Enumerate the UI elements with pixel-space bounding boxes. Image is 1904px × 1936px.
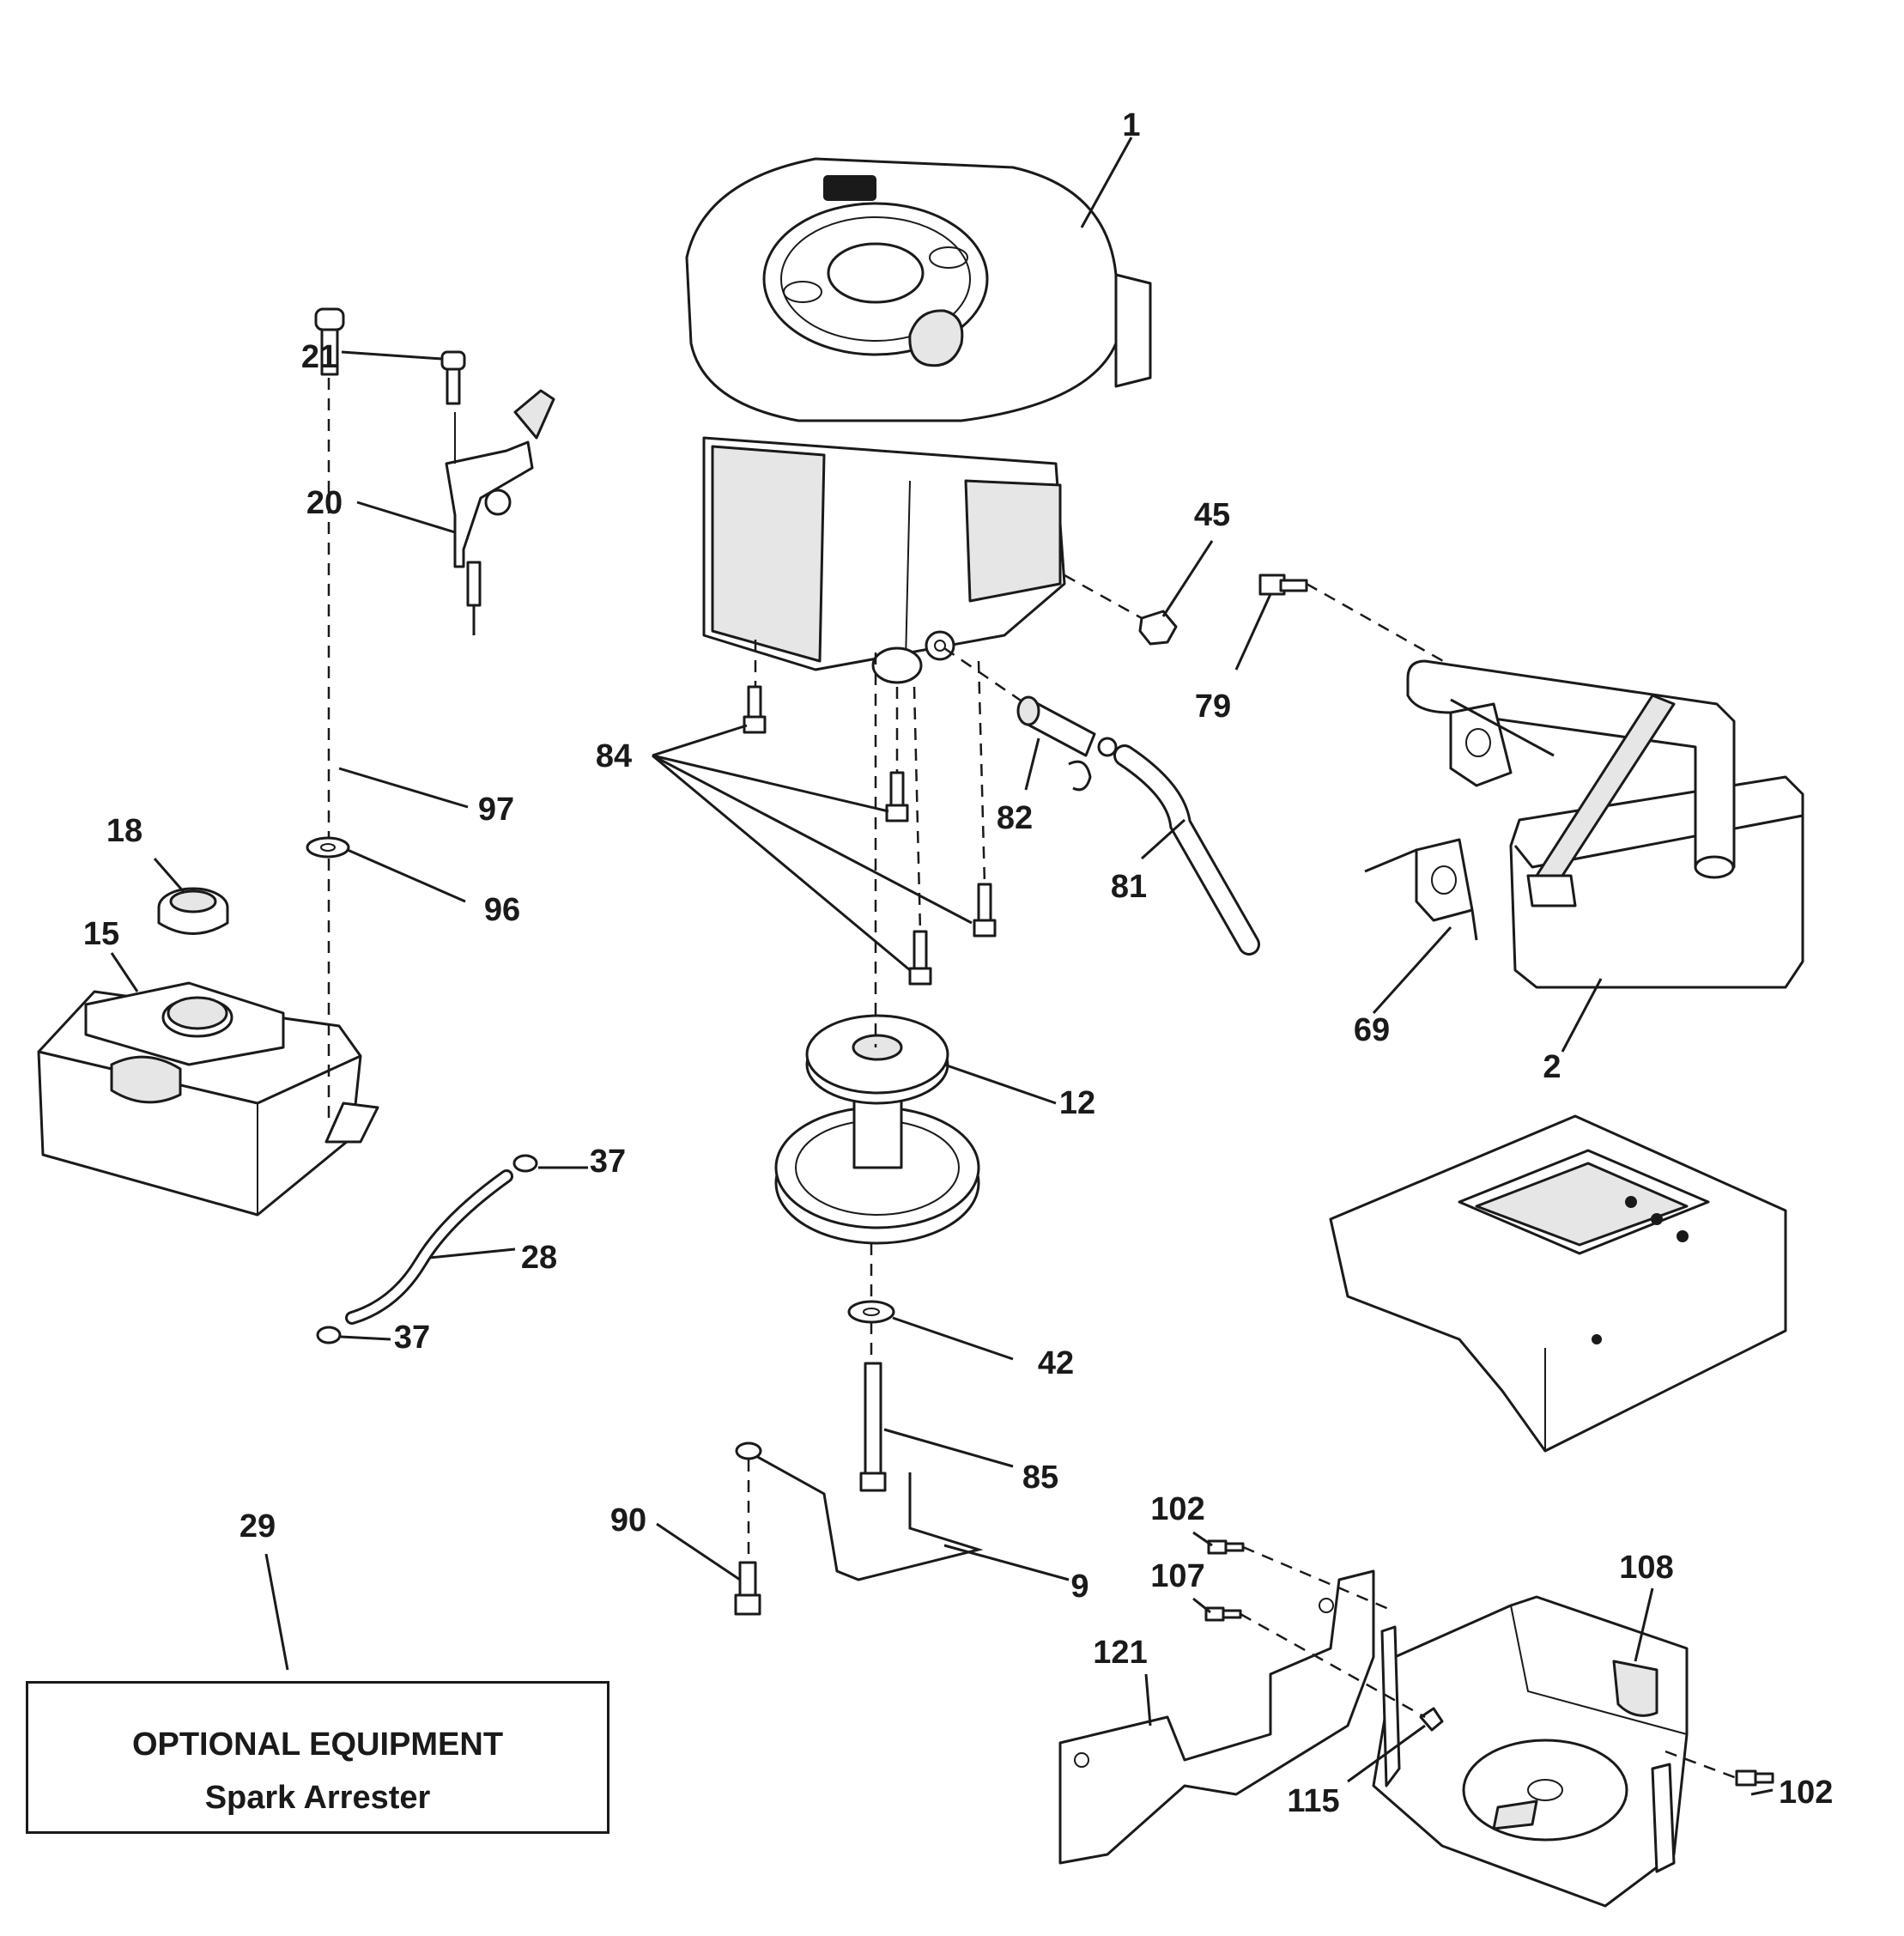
callout-69: 69 — [1354, 1012, 1390, 1048]
heat-shield — [1058, 1569, 1375, 1865]
callout-labels: 1 2 9 12 15 18 20 21 28 29 37 37 42 45 6… — [83, 107, 1834, 1819]
callout-37-upper: 37 — [590, 1144, 626, 1180]
callout-90: 90 — [610, 1502, 646, 1538]
muffler-bolt — [1258, 574, 1308, 596]
callout-102-lower: 102 — [1779, 1775, 1833, 1811]
oil-drain-valve — [1016, 695, 1118, 792]
fuel-cap — [157, 887, 229, 935]
fuel-line — [316, 1154, 538, 1344]
nut — [1138, 610, 1178, 646]
callout-28: 28 — [521, 1240, 557, 1276]
callout-2: 2 — [1543, 1049, 1561, 1085]
pulley-bolt — [859, 1362, 887, 1492]
muffler — [1406, 659, 1804, 989]
engine-assembly — [685, 157, 1152, 684]
callout-81: 81 — [1111, 869, 1147, 905]
exhaust-gasket-lower — [1415, 838, 1474, 922]
callout-29: 29 — [240, 1508, 276, 1545]
engine-mount-bolts — [743, 685, 997, 986]
leader-lines — [110, 137, 1774, 1796]
callout-96: 96 — [484, 892, 520, 928]
oil-drain-hose — [1113, 744, 1260, 956]
fuel-tank — [37, 981, 379, 1217]
throttle-control-assembly — [440, 350, 555, 635]
blower-housing — [1372, 1595, 1689, 1908]
optional-equipment-item: Spark Arrester — [204, 1780, 431, 1816]
belt-keeper-bracket — [734, 1441, 984, 1616]
callout-85: 85 — [1022, 1460, 1058, 1496]
callout-121: 121 — [1093, 1635, 1147, 1671]
engine-pulley — [774, 1014, 980, 1245]
callout-102-upper: 102 — [1150, 1491, 1204, 1527]
callout-12: 12 — [1059, 1085, 1095, 1121]
callout-1: 1 — [1122, 107, 1140, 143]
callout-107: 107 — [1150, 1558, 1204, 1594]
callout-115: 115 — [1287, 1783, 1339, 1819]
callout-97: 97 — [478, 792, 514, 828]
optional-equipment-box: OPTIONAL EQUIPMENT Spark Arrester — [26, 1681, 609, 1834]
callout-15: 15 — [83, 916, 119, 952]
callout-18: 18 — [106, 813, 142, 849]
callout-82: 82 — [997, 800, 1033, 836]
callout-45: 45 — [1194, 497, 1230, 533]
callout-37-lower: 37 — [394, 1320, 430, 1356]
callout-20: 20 — [306, 485, 343, 521]
optional-equipment-title: OPTIONAL EQUIPMENT — [131, 1727, 504, 1763]
engine-mount-plate — [1329, 1114, 1787, 1453]
callout-79: 79 — [1195, 689, 1231, 725]
callout-108: 108 — [1619, 1550, 1673, 1586]
assembly-lines — [327, 378, 1737, 1780]
callout-9: 9 — [1070, 1569, 1088, 1605]
callout-42: 42 — [1038, 1345, 1074, 1381]
tank-screw — [306, 307, 350, 859]
callout-84: 84 — [596, 738, 632, 774]
pulley-washer — [847, 1300, 895, 1324]
callout-21: 21 — [301, 339, 337, 375]
